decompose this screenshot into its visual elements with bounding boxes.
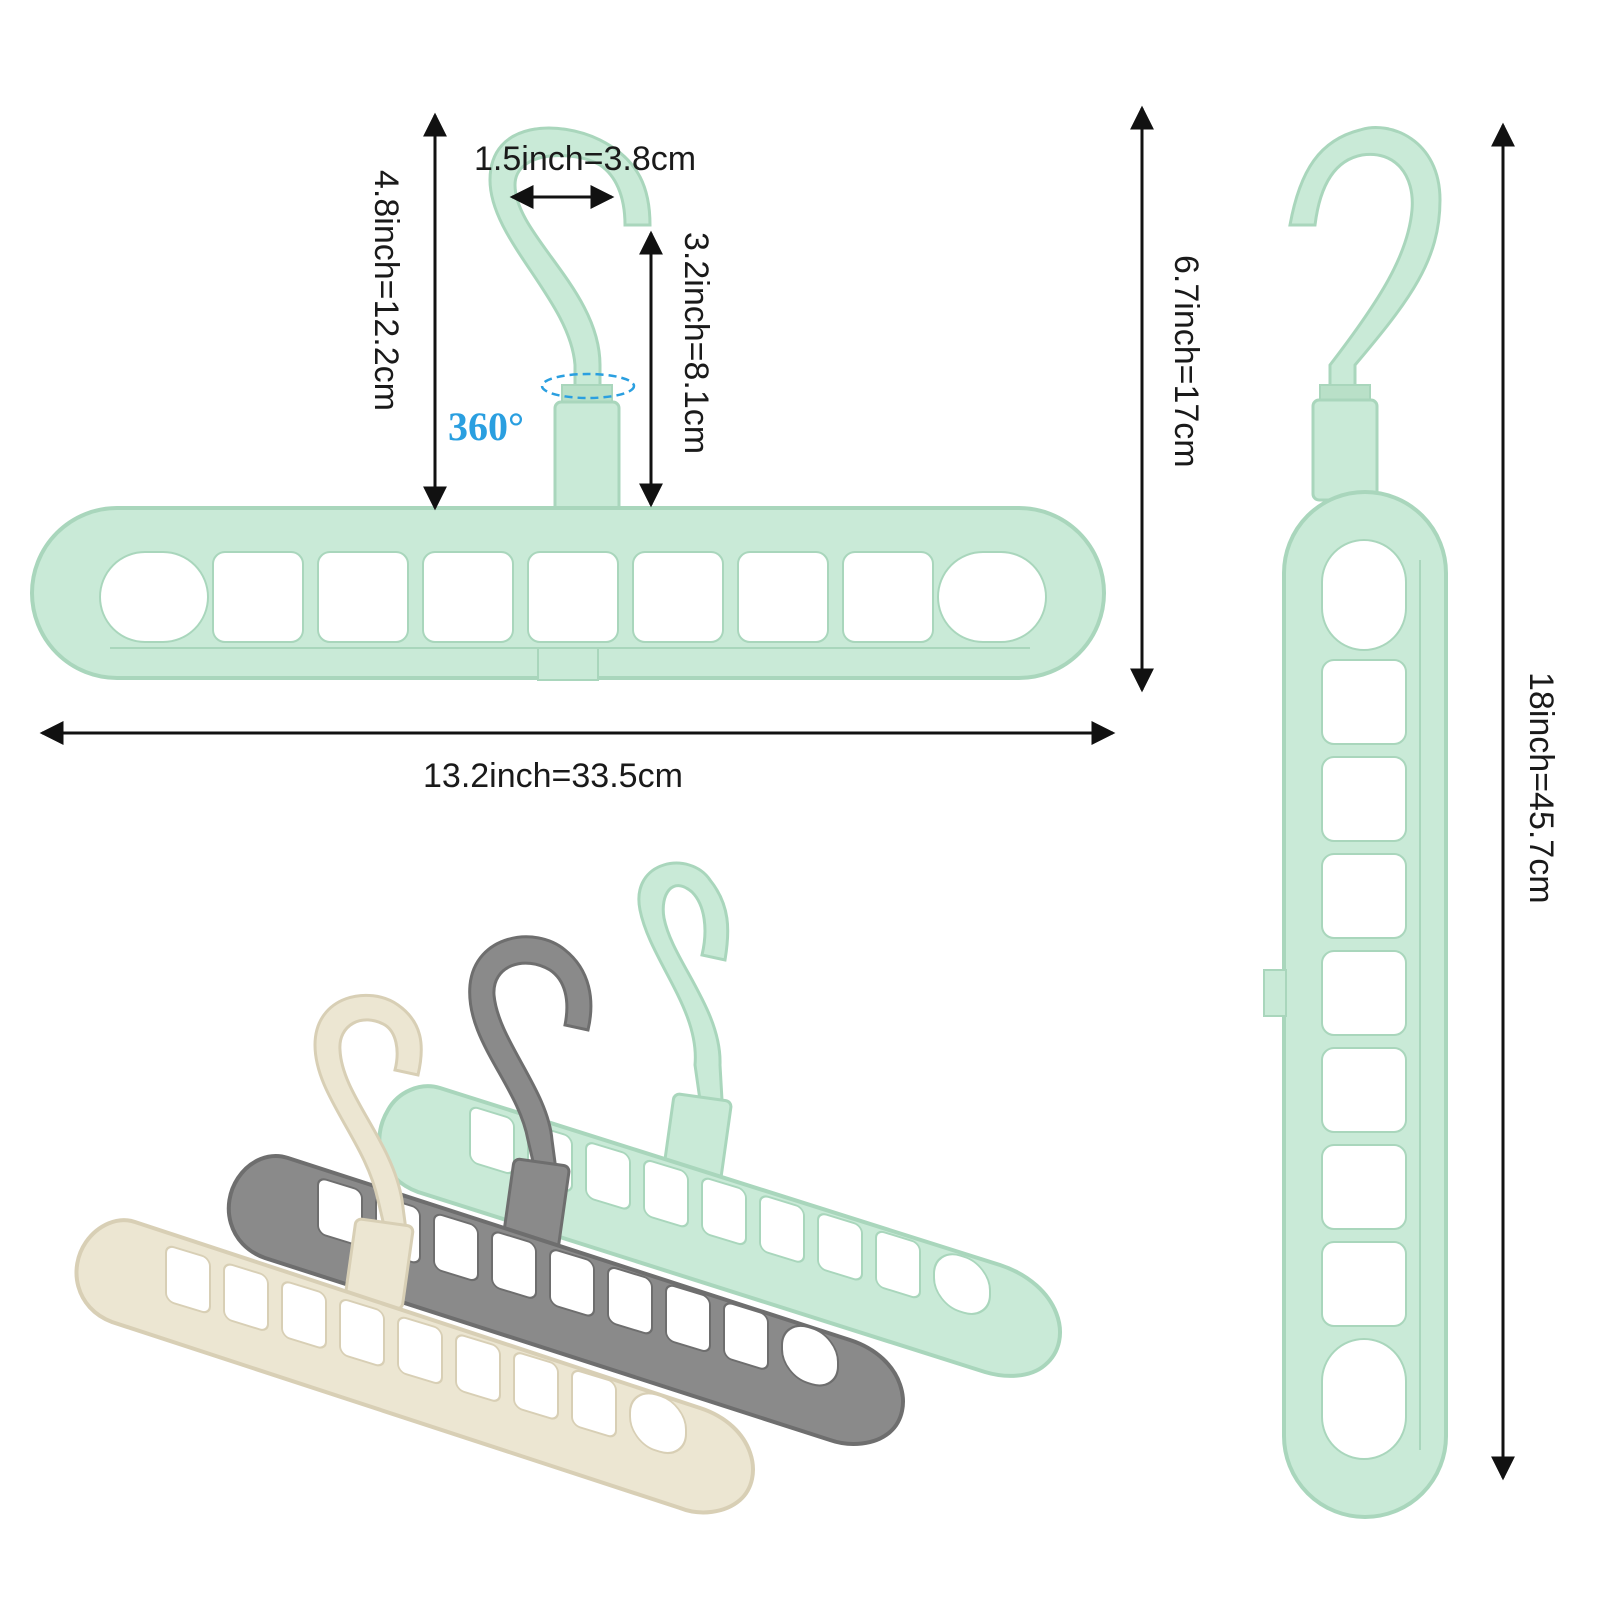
hole bbox=[281, 1281, 327, 1349]
hook-swivel-ring bbox=[561, 384, 613, 404]
hole bbox=[223, 1263, 269, 1331]
dimension-label: 3.2inch=8.1cm bbox=[677, 232, 715, 454]
hole bbox=[643, 1159, 689, 1228]
hook bbox=[313, 993, 423, 1232]
hanger-beige-angled bbox=[74, 993, 755, 1515]
dimension-label: 13.2inch=33.5cm bbox=[423, 757, 683, 795]
rotation-ellipse bbox=[540, 372, 636, 400]
dimension-full-height: 6.7inch=17cm bbox=[1130, 105, 1205, 693]
hole bbox=[212, 551, 304, 643]
hole bbox=[665, 1284, 711, 1353]
hole bbox=[759, 1195, 805, 1263]
hole bbox=[491, 1231, 537, 1299]
hole bbox=[397, 1316, 443, 1385]
hole bbox=[607, 1266, 653, 1335]
hole bbox=[737, 551, 829, 643]
hole-end-top bbox=[1321, 539, 1407, 651]
hole-end-left bbox=[99, 551, 209, 643]
hole bbox=[632, 551, 724, 643]
dimension-total-height: 4.8inch=12.2cm bbox=[367, 112, 447, 511]
hole bbox=[1321, 756, 1407, 842]
hole bbox=[317, 551, 409, 643]
hook bbox=[488, 126, 652, 397]
hanger-folded-view bbox=[1263, 126, 1448, 1519]
hole bbox=[629, 1392, 687, 1455]
center-tab bbox=[537, 647, 599, 681]
hole bbox=[469, 1106, 515, 1175]
hook bbox=[1288, 126, 1442, 397]
hook bbox=[637, 861, 730, 1102]
hole bbox=[549, 1249, 595, 1317]
hook bbox=[468, 935, 593, 1172]
hole bbox=[1321, 950, 1407, 1036]
rotation-indicator: 360° bbox=[448, 372, 636, 449]
hole bbox=[933, 1253, 991, 1315]
dimension-hook-height: 3.2inch=8.1cm bbox=[639, 230, 715, 508]
hole-row bbox=[165, 1245, 687, 1455]
hole bbox=[433, 1213, 479, 1282]
hole bbox=[1321, 1241, 1407, 1327]
hole bbox=[455, 1334, 501, 1402]
hole-end-bottom bbox=[1321, 1338, 1407, 1460]
hole bbox=[527, 551, 619, 643]
hole bbox=[422, 551, 514, 643]
hole bbox=[585, 1142, 631, 1210]
hole-end-right bbox=[937, 551, 1047, 643]
hole bbox=[165, 1245, 211, 1314]
hole bbox=[1321, 853, 1407, 939]
dimension-length: 13.2inch=33.5cm bbox=[39, 721, 1116, 795]
dimension-hook-width: 1.5inch=3.8cm bbox=[474, 140, 696, 209]
hole bbox=[1321, 659, 1407, 745]
hole bbox=[842, 551, 934, 643]
hole bbox=[339, 1298, 385, 1367]
dimension-label: 18inch=45.7cm bbox=[1522, 672, 1560, 904]
hole bbox=[1321, 1047, 1407, 1133]
hole bbox=[781, 1324, 839, 1387]
hole bbox=[701, 1177, 747, 1246]
hole bbox=[723, 1302, 769, 1370]
hanger-front-view bbox=[30, 126, 1106, 681]
hole bbox=[1321, 1144, 1407, 1230]
hole bbox=[817, 1213, 863, 1281]
rotation-label: 360° bbox=[448, 404, 524, 449]
hole-row bbox=[99, 551, 1047, 643]
hole bbox=[571, 1369, 617, 1438]
hole bbox=[875, 1230, 921, 1299]
hook-base-block bbox=[1311, 398, 1379, 502]
dimension-folded-length: 18inch=45.7cm bbox=[1491, 122, 1560, 1481]
hole-column bbox=[1321, 539, 1407, 1460]
dimension-label: 1.5inch=3.8cm bbox=[474, 140, 696, 178]
hole bbox=[513, 1352, 559, 1420]
dimension-label: 6.7inch=17cm bbox=[1167, 255, 1205, 468]
dimension-label: 4.8inch=12.2cm bbox=[367, 170, 405, 411]
side-tab bbox=[1263, 969, 1287, 1017]
